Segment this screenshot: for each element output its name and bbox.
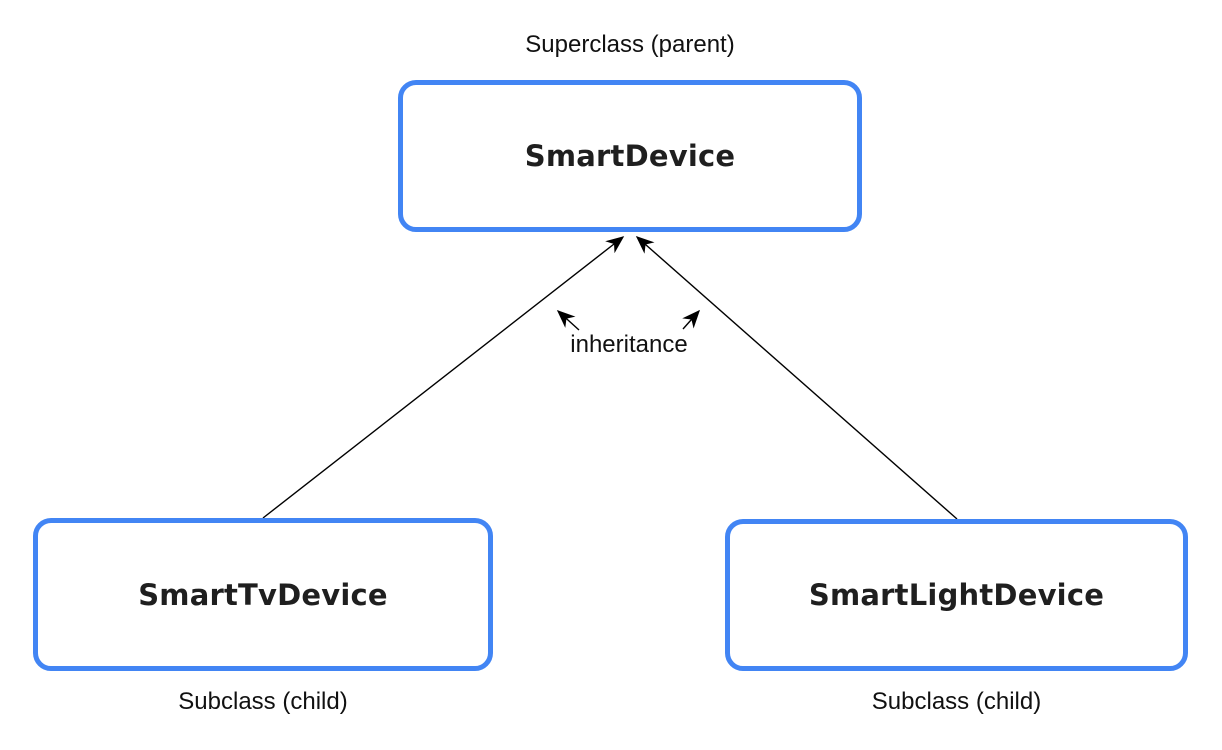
subclass-caption-left: Subclass (child) [178,688,348,715]
child-class-box-smarttvdevice: SmartTvDevice [33,518,493,671]
child-class-box-smartlightdevice: SmartLightDevice [725,519,1188,671]
parent-class-box: SmartDevice [398,80,862,232]
child-class-name: SmartLightDevice [808,578,1105,612]
child-class-name: SmartTvDevice [138,577,388,612]
parent-class-name: SmartDevice [524,139,736,173]
inheritance-label: inheritance [570,331,688,358]
subclass-caption-right: Subclass (child) [871,688,1042,715]
inheritance-arrow-left [262,236,625,519]
superclass-caption: Superclass (parent) [525,31,735,58]
inheritance-arrow-right [635,235,958,520]
inheritance-callout-arrow-left [556,309,580,331]
inheritance-callout-arrow-right [682,309,701,330]
